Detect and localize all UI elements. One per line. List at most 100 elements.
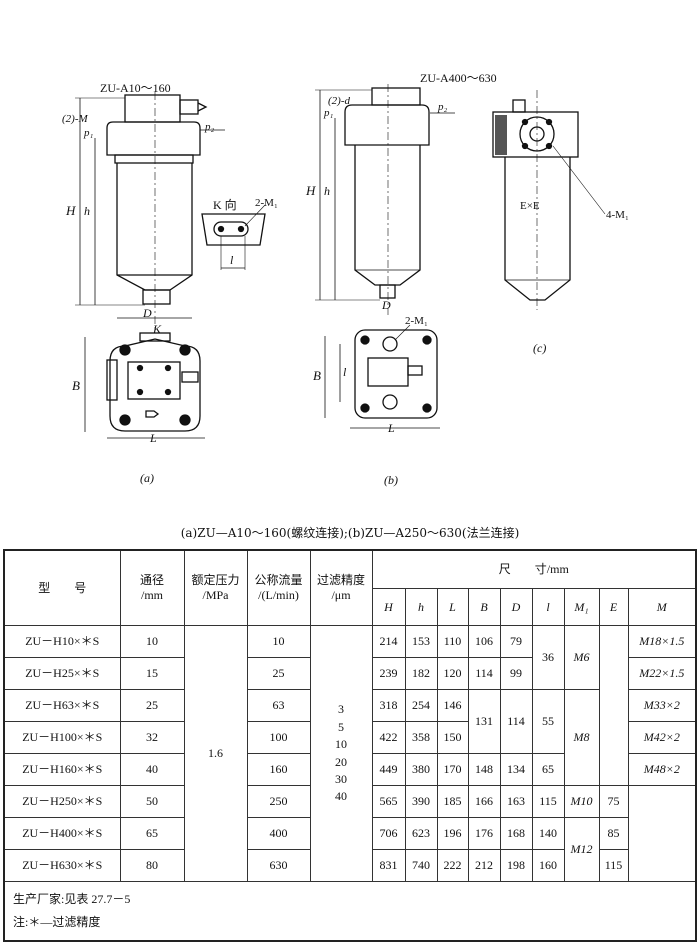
cell-B: 106 bbox=[467, 625, 501, 658]
cell-L: 222 bbox=[436, 849, 469, 882]
header-precision-unit: /μm bbox=[331, 588, 351, 602]
header-flow: 公称流量/(L/min) bbox=[246, 549, 311, 626]
cell-pressure: 1.6 bbox=[183, 625, 248, 882]
cell-B: 148 bbox=[467, 753, 501, 786]
fig-a-k-view-label: K 向 bbox=[213, 197, 237, 212]
cell-H: 422 bbox=[371, 721, 406, 754]
table-row: ZU－H25×＊S 15 25 239 182 120 114 99 M22×1… bbox=[3, 657, 697, 690]
cell-B: 114 bbox=[467, 657, 501, 690]
cell-model: ZU－H100×＊S bbox=[3, 721, 121, 754]
cell-H: 239 bbox=[371, 657, 406, 690]
cell-h: 182 bbox=[404, 657, 438, 690]
cell-E: 115 bbox=[598, 849, 629, 882]
cell-model: ZU－H160×＊S bbox=[3, 753, 121, 786]
notes-row: 生产厂家:见表 27.7－5 注:＊—过滤精度 bbox=[3, 880, 697, 942]
cell-h: 740 bbox=[404, 849, 438, 882]
header-row: 型 号 通径/mm 额定压力/MPa 公称流量/(L/min) 过滤精度/μm … bbox=[3, 549, 697, 626]
figure-b-front-view: ZU-A400～630 (2)-d p₁ p₂ H h D bbox=[305, 71, 497, 315]
cell-E: 75 bbox=[598, 785, 629, 818]
cell-h: 254 bbox=[404, 689, 438, 722]
notes-cell: 生产厂家:见表 27.7－5 注:＊—过滤精度 bbox=[3, 880, 697, 942]
table-row: ZU－H250×＊S 50 250 565 390 185 166 163 11… bbox=[3, 785, 697, 882]
cell-bore: 25 bbox=[119, 689, 185, 722]
cell-H: 831 bbox=[371, 849, 406, 882]
cell-D: 79 bbox=[499, 625, 533, 658]
cell-D: 168 bbox=[499, 817, 533, 850]
figure-a-k-view: K 向 2-M₁ l bbox=[201, 197, 278, 270]
cell-l: 115 bbox=[531, 785, 565, 818]
header-bore-unit: /mm bbox=[140, 588, 163, 602]
header-pressure-label: 额定压力 bbox=[191, 573, 240, 587]
cell-M1: M10 bbox=[563, 785, 600, 818]
header-l: l bbox=[531, 588, 565, 626]
cell-l: 36 bbox=[531, 625, 565, 690]
fig-b-B: B bbox=[313, 368, 321, 383]
cell-l: 160 bbox=[531, 849, 565, 882]
table-row: ZU－H630×＊S 80 630 831 740 222 212 198 16… bbox=[3, 849, 696, 882]
cell-L: 110 bbox=[436, 625, 469, 658]
cell-M1: M12 bbox=[563, 817, 600, 882]
header-M: M bbox=[627, 588, 697, 626]
fig-b-p2: p₂ bbox=[437, 101, 448, 113]
figure-caption: (a)ZU—A10～160(螺纹连接);(b)ZU—A250～630(法兰连接) bbox=[180, 526, 520, 540]
cell-L: 146 bbox=[436, 689, 469, 722]
cell-model: ZU－H630×＊S bbox=[3, 849, 121, 882]
figure-c-view: 4-M₁ E×E (c) bbox=[492, 90, 629, 355]
fig-a-label: (a) bbox=[140, 471, 154, 485]
cell-D: 114 bbox=[499, 689, 533, 754]
fig-b-h: h bbox=[324, 184, 330, 198]
cell-E: 85 bbox=[598, 817, 629, 850]
fig-a-h: h bbox=[84, 204, 90, 218]
cell-H: 318 bbox=[371, 689, 406, 722]
header-subrow: H h L B D l M₁ E M bbox=[4, 588, 697, 626]
cell-l: 65 bbox=[531, 753, 565, 786]
header-model: 型 号 bbox=[3, 549, 121, 626]
fig-a-port-label: (2)-M bbox=[62, 113, 88, 125]
cell-flow: 63 bbox=[246, 689, 311, 722]
fig-a-p1: p₁ bbox=[83, 127, 94, 139]
cell-M1: M8 bbox=[563, 689, 600, 786]
cell-M-empty bbox=[627, 785, 697, 882]
cell-bore: 10 bbox=[119, 625, 185, 658]
fig-a-mount-holes: 2-M₁ bbox=[255, 197, 278, 209]
cell-h: 390 bbox=[404, 785, 438, 818]
cell-h: 623 bbox=[404, 817, 438, 850]
cell-l: 55 bbox=[531, 689, 565, 754]
figure-b-top-view: 2-M₁ B l L (b) bbox=[313, 315, 440, 487]
cell-E-empty bbox=[598, 625, 629, 786]
cell-B: 166 bbox=[467, 785, 501, 818]
fig-a-D: D bbox=[142, 306, 152, 320]
cell-bore: 32 bbox=[119, 721, 185, 754]
spec-table: 型 号 通径/mm 额定压力/MPa 公称流量/(L/min) 过滤精度/μm … bbox=[3, 549, 698, 942]
cell-L: 196 bbox=[436, 817, 469, 850]
note-manufacturer: 生产厂家:见表 27.7－5 bbox=[13, 892, 131, 906]
cell-M: M33×2 bbox=[627, 689, 697, 722]
cell-bore: 65 bbox=[119, 817, 185, 850]
header-flow-label: 公称流量 bbox=[254, 573, 303, 587]
cell-l: 140 bbox=[531, 817, 565, 850]
fig-a-K: K bbox=[152, 322, 162, 336]
fig-a-H: H bbox=[65, 203, 76, 218]
cell-bore: 50 bbox=[119, 785, 185, 818]
fig-a-p2: p₂ bbox=[204, 121, 215, 133]
cell-H: 565 bbox=[371, 785, 406, 818]
cell-flow: 400 bbox=[246, 817, 311, 850]
header-flow-unit: /(L/min) bbox=[258, 588, 299, 602]
cell-M: M42×2 bbox=[627, 721, 697, 754]
cell-D: 198 bbox=[499, 849, 533, 882]
header-bore-label: 通径 bbox=[139, 573, 164, 587]
cell-bore: 15 bbox=[119, 657, 185, 690]
fig-a-L: L bbox=[149, 431, 157, 445]
header-h: h bbox=[404, 588, 438, 626]
cell-model: ZU－H10×＊S bbox=[3, 625, 121, 658]
cell-M: M18×1.5 bbox=[627, 625, 697, 658]
header-E: E bbox=[598, 588, 629, 626]
cell-M1: M6 bbox=[563, 625, 600, 690]
header-precision-label: 过滤精度 bbox=[316, 573, 365, 587]
header-M1: M₁ bbox=[563, 588, 600, 626]
note-precision: 注:＊—过滤精度 bbox=[13, 914, 101, 929]
cell-h: 153 bbox=[404, 625, 438, 658]
fig-b-H: H bbox=[305, 183, 316, 198]
fig-c-exe: E×E bbox=[520, 200, 540, 212]
cell-D: 163 bbox=[499, 785, 533, 818]
